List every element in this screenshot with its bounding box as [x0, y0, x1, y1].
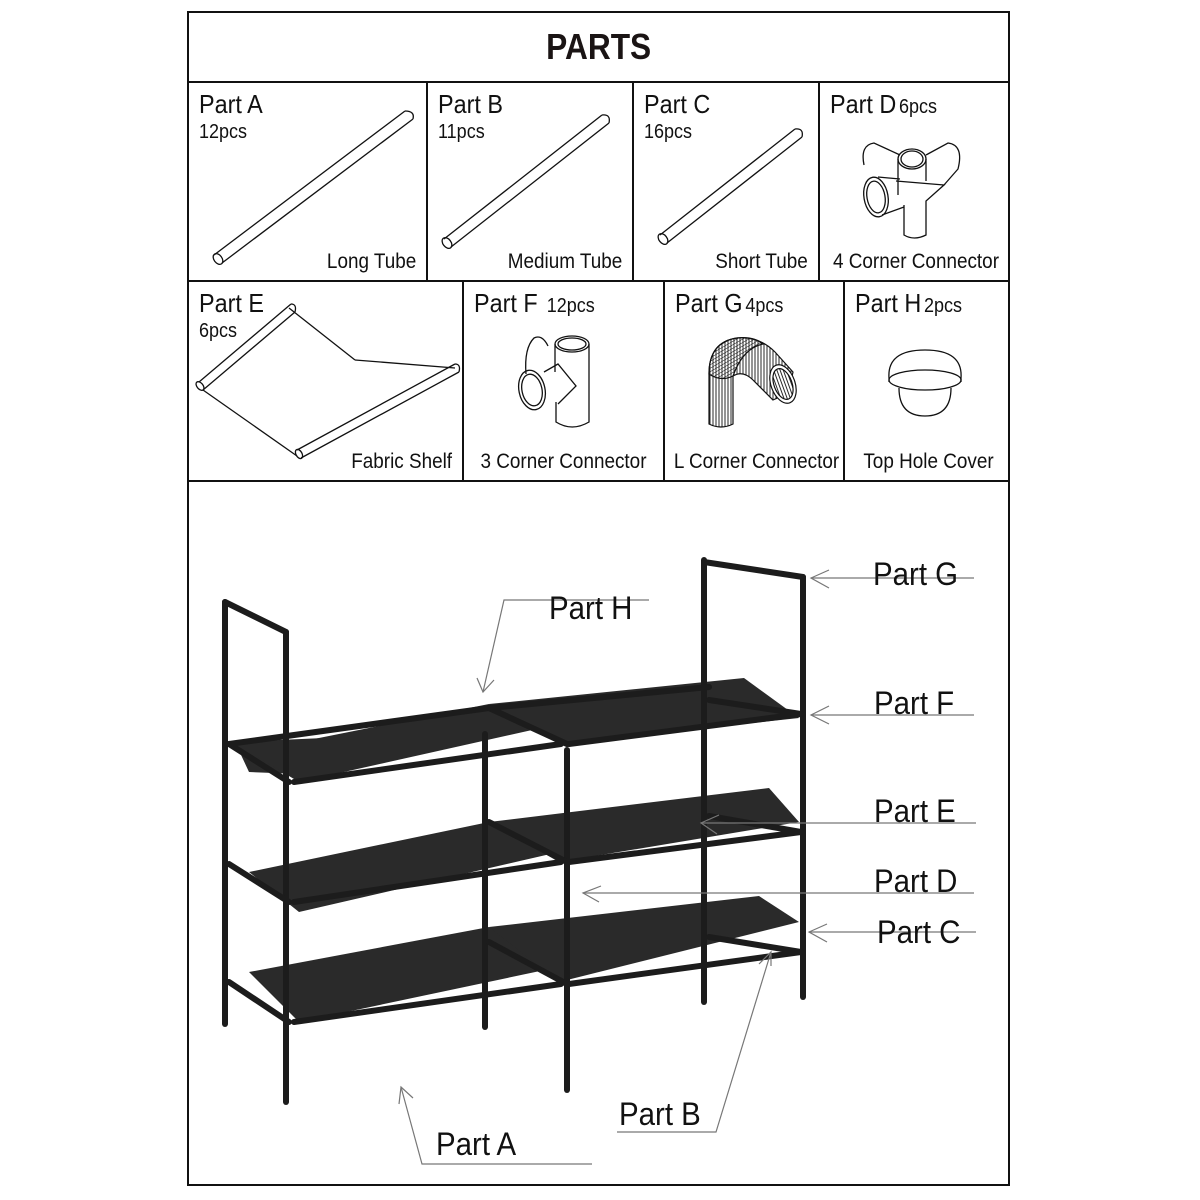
part-b-cell: Part B 11pcs Medium Tube: [428, 83, 634, 280]
l-corner-connector-icon: [708, 337, 797, 428]
part-f-desc: 3 Corner Connector: [480, 450, 647, 473]
long-tube-icon: [212, 110, 414, 266]
parts-sheet: PARTS Part A 12pcs Long Tube Part B 11pc…: [187, 11, 1010, 1186]
part-b-desc: Medium Tube: [507, 250, 622, 273]
part-h-qty: 2pcs: [924, 295, 963, 317]
part-h-desc: Top Hole Cover: [863, 450, 994, 473]
part-b-name: Part B: [438, 89, 504, 119]
four-corner-connector-icon: [862, 142, 961, 239]
callout-part-g: Part G: [873, 556, 959, 592]
top-hole-cover-icon: [888, 349, 962, 417]
part-c-cell: Part C 16pcs Short Tube: [634, 83, 820, 280]
parts-row-2: Part E 6pcs Fabric Shelf: [189, 282, 1008, 482]
parts-row-1: Part A 12pcs Long Tube Part B 11pcs: [189, 83, 1008, 282]
page-title: PARTS: [545, 26, 652, 67]
assembly-diagram: Part G Part H Part F Part E Part D Part …: [189, 482, 1008, 1186]
part-a-cell: Part A 12pcs Long Tube: [189, 83, 428, 280]
part-b-qty: 11pcs: [438, 121, 485, 143]
part-e-cell: Part E 6pcs Fabric Shelf: [189, 282, 464, 480]
part-e-qty: 6pcs: [199, 320, 238, 342]
part-a-qty: 12pcs: [199, 121, 248, 143]
part-a-desc: Long Tube: [326, 250, 416, 273]
part-e-name: Part E: [199, 288, 265, 318]
part-c-qty: 16pcs: [644, 121, 693, 143]
callout-part-b: Part B: [619, 1096, 701, 1132]
part-f-qty: 12pcs: [546, 295, 595, 317]
part-d-desc: 4 Corner Connector: [833, 250, 999, 273]
part-e-desc: Fabric Shelf: [351, 450, 452, 473]
part-g-desc: L Corner Connector: [673, 450, 840, 473]
part-d-qty: 6pcs: [899, 96, 938, 118]
part-a-name: Part A: [199, 89, 263, 119]
part-c-desc: Short Tube: [715, 250, 808, 273]
medium-tube-icon: [441, 114, 610, 249]
fabric-shelf-icon: [195, 303, 461, 460]
shoe-rack-illustration: [222, 557, 976, 1165]
short-tube-icon: [657, 128, 803, 245]
callout-part-h: Part H: [549, 590, 633, 626]
callout-part-e: Part E: [874, 793, 956, 829]
parts-header: PARTS: [189, 13, 1008, 83]
callout-part-a: Part A: [436, 1126, 517, 1162]
callout-part-c: Part C: [877, 914, 961, 950]
part-c-name: Part C: [644, 89, 711, 119]
three-corner-connector-icon: [517, 335, 590, 428]
part-g-qty: 4pcs: [745, 295, 784, 317]
callout-part-d: Part D: [874, 863, 958, 899]
callout-part-f: Part F: [874, 685, 955, 721]
